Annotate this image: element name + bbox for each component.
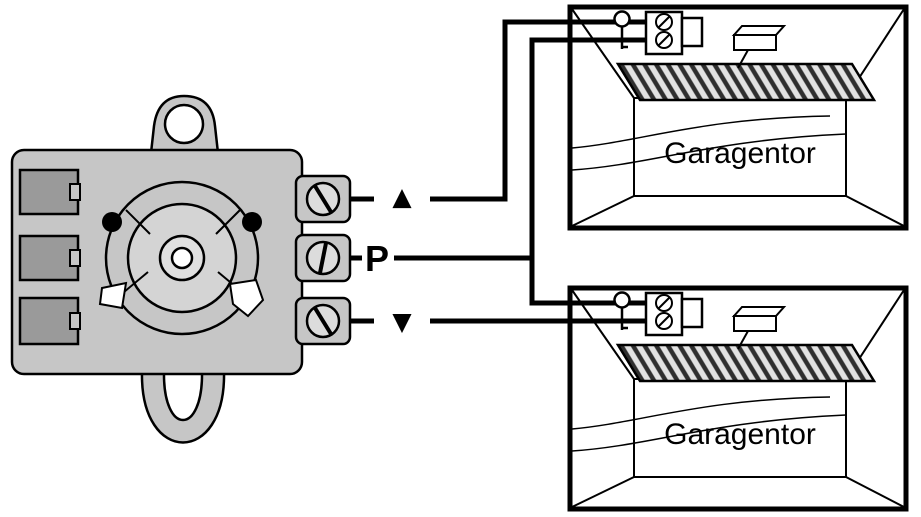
connector-block bbox=[18, 296, 80, 346]
contact-dot-left bbox=[102, 212, 122, 232]
screw-slot bbox=[313, 306, 333, 336]
opener-front bbox=[733, 34, 777, 51]
rotary-mechanism bbox=[98, 180, 265, 336]
opener-rail bbox=[737, 49, 749, 69]
garage-opener-icon bbox=[731, 25, 787, 69]
mounting-hole bbox=[163, 103, 205, 145]
interior-curve bbox=[571, 396, 831, 430]
wire-p-to-garage1 bbox=[394, 37, 568, 261]
garage-opener-icon bbox=[731, 306, 787, 350]
cam-line bbox=[123, 271, 149, 293]
terminal-block-icon bbox=[644, 291, 704, 337]
wires bbox=[394, 19, 568, 324]
screw-slot bbox=[313, 184, 333, 214]
spindle-center bbox=[170, 246, 194, 270]
terminal-screw-down bbox=[294, 296, 352, 346]
key-icon bbox=[613, 10, 631, 49]
wire-up-to-garage1 bbox=[430, 19, 568, 202]
interior-curve bbox=[571, 115, 831, 149]
connector-block bbox=[18, 234, 80, 282]
terminal-screw-up bbox=[294, 174, 352, 224]
connector-notch bbox=[69, 249, 81, 267]
wire-p-to-garage2 bbox=[529, 258, 568, 306]
perspective-line bbox=[845, 476, 905, 508]
opener-front bbox=[733, 315, 777, 332]
terminal-screw-slash bbox=[657, 314, 671, 328]
pointer-mark-left bbox=[98, 281, 128, 310]
pointer-mark-right bbox=[228, 278, 265, 318]
terminal-screw-symbol bbox=[655, 31, 673, 49]
garage-box-bottom: Garagentor bbox=[567, 285, 909, 512]
connector-notch bbox=[69, 312, 81, 330]
garage-door bbox=[615, 343, 877, 383]
cam-line bbox=[125, 209, 151, 235]
interior-curve bbox=[571, 133, 847, 171]
garage-box-border bbox=[567, 4, 909, 231]
label-terminal-up: ▲ bbox=[392, 182, 412, 211]
garage-label: Garagentor bbox=[664, 418, 816, 451]
terminal-screw-symbol bbox=[655, 312, 673, 330]
terminal-block-side bbox=[680, 16, 704, 48]
mechanism-outer-ring bbox=[104, 180, 260, 336]
terminal-screw-symbol bbox=[655, 13, 673, 31]
opener-rail bbox=[737, 330, 749, 350]
key-icon bbox=[613, 291, 631, 330]
screw-slot bbox=[318, 242, 328, 274]
label-terminal-p: P bbox=[365, 238, 389, 279]
perspective-line bbox=[571, 195, 635, 227]
terminal-screw-symbol bbox=[655, 294, 673, 312]
garage-label: Garagentor bbox=[664, 137, 816, 170]
garage-box-top: Garagentor bbox=[567, 4, 909, 231]
key-bow bbox=[613, 10, 631, 28]
contact-dot-right bbox=[242, 212, 262, 232]
terminal-labels: ▲ P ▼ bbox=[350, 182, 412, 336]
garage-door bbox=[615, 62, 877, 102]
terminal-screw-slash bbox=[657, 296, 671, 310]
terminal-screw-p bbox=[294, 233, 352, 283]
terminal-screws bbox=[294, 174, 352, 346]
key-switch-device bbox=[10, 94, 352, 444]
left-connectors bbox=[18, 168, 81, 346]
terminal-screw-slash bbox=[657, 33, 671, 47]
garage-box-border bbox=[567, 285, 909, 512]
connector-notch bbox=[69, 183, 81, 201]
perspective-line bbox=[845, 195, 905, 227]
key-bow bbox=[613, 291, 631, 309]
label-terminal-down: ▼ bbox=[392, 307, 412, 336]
interior-curve bbox=[571, 414, 847, 452]
cam-line bbox=[215, 209, 241, 235]
terminal-block-side bbox=[680, 297, 704, 329]
perspective-line bbox=[571, 476, 635, 508]
terminal-screw-slash bbox=[657, 15, 671, 29]
terminal-block-icon bbox=[644, 10, 704, 56]
